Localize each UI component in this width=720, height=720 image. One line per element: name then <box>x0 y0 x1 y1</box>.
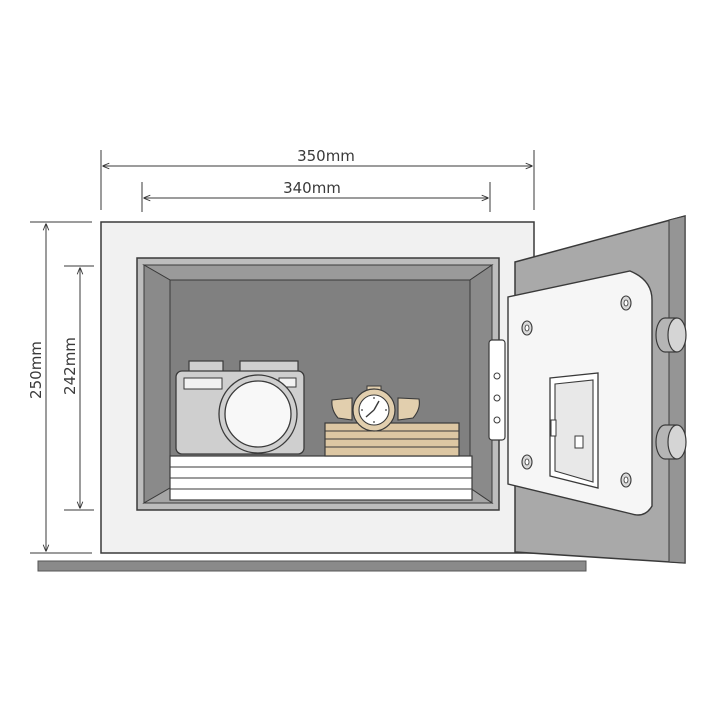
inner-width-label: 340mm <box>283 179 341 197</box>
jewelry-box <box>324 422 460 457</box>
interior-left-wall <box>143 264 171 504</box>
paper-stack <box>169 455 473 501</box>
dimension-outer-width: 350mm <box>100 147 535 210</box>
watch-icon <box>331 385 420 432</box>
keypad-icon <box>549 372 599 489</box>
screw-icon <box>521 295 632 488</box>
outer-height-label: 250mm <box>27 341 45 399</box>
dimension-inner-height: 242mm <box>61 265 94 511</box>
camera-icon <box>175 360 305 455</box>
inner-height-label: 242mm <box>61 337 79 395</box>
dimension-inner-width: 340mm <box>141 179 491 212</box>
bolt-icon <box>655 317 687 460</box>
outer-width-label: 350mm <box>297 147 355 165</box>
floor-shadow <box>37 560 587 572</box>
door-edge <box>668 215 686 564</box>
interior-top-wall <box>142 264 494 281</box>
hinge-icon <box>488 339 506 441</box>
dimension-outer-height: 250mm <box>27 221 92 554</box>
